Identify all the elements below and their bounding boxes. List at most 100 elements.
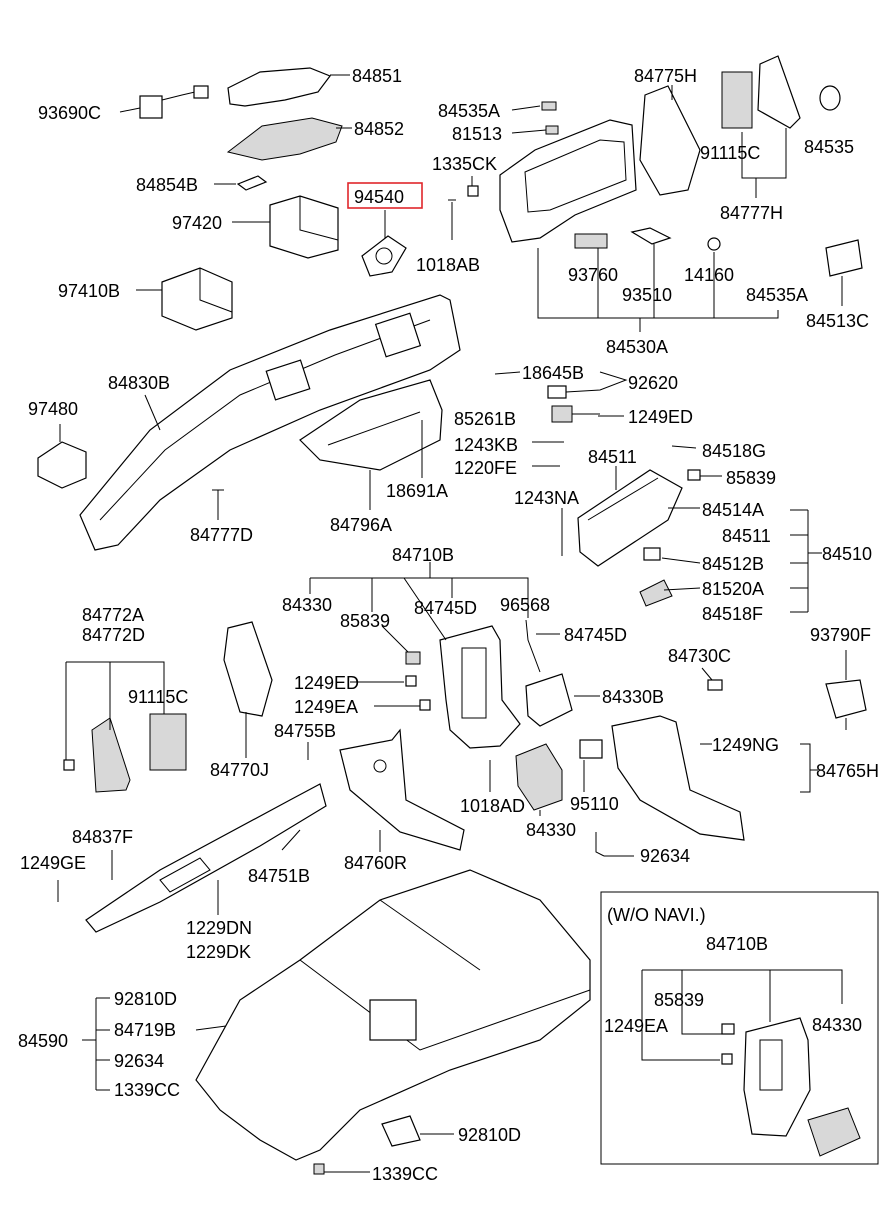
part-labels: 84851 93690C 84852 84854B 94540 97420 97… — [18, 66, 879, 1184]
label-93690c: 93690C — [38, 103, 101, 123]
cigar-lighter-95110-part — [579, 739, 603, 759]
label-92810d-a: 92810D — [114, 989, 177, 1009]
label-85839-top: 85839 — [726, 468, 776, 488]
label-1249ea-inset: 1249EA — [604, 1016, 668, 1036]
label-84518g: 84518G — [702, 441, 766, 461]
label-81513: 81513 — [452, 124, 502, 144]
highlight-box-94540 — [347, 182, 423, 209]
inset-center-fascia-part — [743, 1017, 811, 1137]
label-81520a: 81520A — [702, 579, 764, 599]
label-84852: 84852 — [354, 119, 404, 139]
label-84745d-a: 84745D — [414, 598, 477, 618]
bracket-84777h-part — [757, 55, 801, 129]
damper-85839-top-part — [687, 469, 701, 481]
label-84511-a: 84511 — [588, 447, 637, 467]
column-shroud-upper-part — [227, 67, 331, 107]
clip-1339cc-low-part — [313, 1163, 325, 1175]
label-84775h: 84775H — [634, 66, 697, 86]
label-84765h: 84765H — [816, 761, 879, 781]
clip-81513-part — [545, 125, 559, 135]
clip-84730c-part — [707, 679, 723, 691]
control-unit-97410b-part — [161, 267, 233, 331]
side-panel-84760r-part — [339, 728, 465, 851]
label-84330-mid: 84330 — [526, 820, 576, 840]
label-84851: 84851 — [352, 66, 402, 86]
label-84530a: 84530A — [606, 337, 668, 357]
lower-trim-84751b-part — [85, 783, 327, 933]
label-91115c-top: 91115C — [700, 143, 760, 163]
cluster-fascia-84530a-part — [499, 119, 637, 243]
screw-84777d-part — [212, 489, 224, 512]
clip-1249ea-mid-part — [419, 699, 431, 711]
label-97420: 97420 — [172, 213, 222, 233]
label-84796a: 84796A — [330, 515, 392, 535]
key-cylinder-84512b-part — [643, 547, 661, 561]
label-1339cc-b: 1339CC — [372, 1164, 438, 1184]
label-97480: 97480 — [28, 399, 78, 419]
label-84751b: 84751B — [248, 866, 310, 886]
label-84755b: 84755B — [274, 721, 336, 741]
inset-clip-1249ea-part — [721, 1053, 733, 1065]
label-84535: 84535 — [804, 137, 854, 157]
label-92620: 92620 — [628, 373, 678, 393]
bulb-14160-part — [707, 237, 721, 251]
cap-84535-part — [819, 85, 841, 111]
label-93760: 93760 — [568, 265, 618, 285]
label-93790f: 93790F — [810, 625, 871, 645]
switch-93760-part — [574, 233, 608, 249]
label-1339cc-a: 1339CC — [114, 1080, 180, 1100]
label-18691a: 18691A — [386, 481, 448, 501]
label-96568: 96568 — [500, 595, 550, 615]
label-84512b: 84512B — [702, 554, 764, 574]
label-1229dn: 1229DN — [186, 918, 252, 938]
label-1249ed-mid: 1249ED — [294, 673, 359, 693]
label-84513c: 84513C — [806, 311, 869, 331]
tray-84330-part — [515, 743, 563, 811]
label-84710b: 84710B — [392, 545, 454, 565]
inset-box — [600, 891, 879, 1165]
column-shroud-lower-part — [226, 117, 343, 161]
control-unit-97420-part — [269, 195, 339, 259]
label-84330b: 84330B — [602, 687, 664, 707]
panel-84775h-part — [639, 85, 701, 196]
label-1018ad: 1018AD — [460, 796, 525, 816]
leader-lines — [57, 74, 847, 1173]
label-1243kb: 1243KB — [454, 435, 518, 455]
wire-96568-part — [525, 619, 541, 673]
label-1220fe: 1220FE — [454, 458, 517, 478]
label-84772a: 84772A — [82, 605, 144, 625]
label-84510: 84510 — [822, 544, 872, 564]
label-1335ck: 1335CK — [432, 154, 497, 174]
label-84772d: 84772D — [82, 625, 145, 645]
label-84514a: 84514A — [702, 500, 764, 520]
label-84330-inset: 84330 — [812, 1015, 862, 1035]
label-84535a-top: 84535A — [438, 101, 500, 121]
label-85839-inset: 85839 — [654, 990, 704, 1010]
label-84760r: 84760R — [344, 853, 407, 873]
center-fascia-84710b-part — [439, 625, 521, 749]
label-84854b: 84854B — [136, 175, 198, 195]
label-84710b-inset: 84710B — [706, 934, 768, 954]
nut-1335ck-part — [467, 185, 479, 197]
lower-panel-84796a-part — [299, 379, 443, 471]
switch-93510-part — [630, 227, 672, 245]
label-97410b: 97410B — [58, 281, 120, 301]
label-1229dk: 1229DK — [186, 942, 251, 962]
label-84777d: 84777D — [190, 525, 253, 545]
label-92634-mid: 92634 — [640, 846, 690, 866]
label-wo-navi: (W/O NAVI.) — [607, 905, 706, 925]
pad-85261b-part — [551, 405, 573, 423]
box-97480-part — [37, 441, 87, 489]
wiring-92634-part — [595, 832, 605, 857]
screw-1018ab-part — [448, 199, 456, 222]
label-14160: 14160 — [684, 265, 734, 285]
label-1249ed-top: 1249ED — [628, 407, 693, 427]
label-92810d-b: 92810D — [458, 1125, 521, 1145]
latch-81520a-part — [639, 579, 673, 607]
grille-91115c-mid-part — [149, 713, 187, 771]
clip-84854b-part — [236, 175, 268, 191]
inset-damper-85839-part — [721, 1023, 735, 1035]
tray-84330b-part — [525, 673, 573, 727]
label-84330-top: 84330 — [282, 595, 332, 615]
